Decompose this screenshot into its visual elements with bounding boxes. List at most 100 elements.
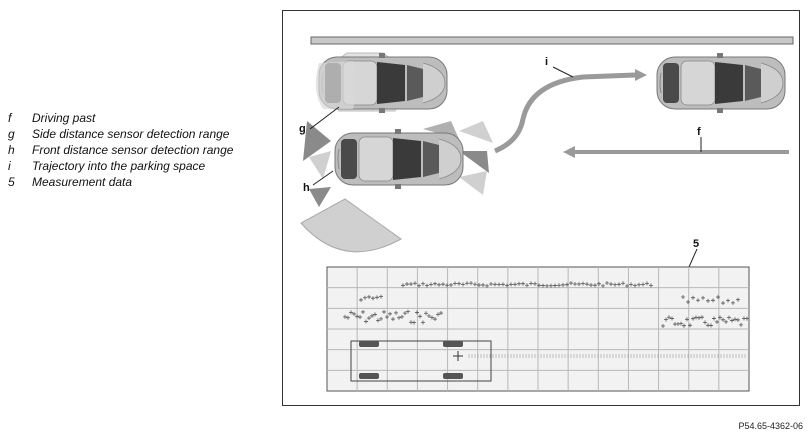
data-point (359, 297, 363, 302)
wheel-marker (359, 373, 379, 379)
data-point (525, 283, 529, 288)
callout-h: h (303, 182, 310, 194)
data-point (397, 315, 401, 320)
data-point (501, 282, 505, 287)
callout-g: g (299, 123, 306, 135)
data-point (670, 316, 674, 321)
data-point (394, 310, 398, 315)
data-point (703, 320, 707, 325)
legend-key: g (8, 127, 15, 141)
data-point (457, 281, 461, 286)
data-point (521, 281, 525, 286)
data-point (577, 282, 581, 287)
legend: f Driving past g Side distance sensor de… (8, 110, 278, 190)
data-point (565, 282, 569, 287)
data-point (364, 319, 368, 324)
data-point (625, 283, 629, 288)
data-point (706, 298, 710, 303)
data-point (346, 315, 350, 320)
data-point (473, 282, 477, 287)
data-point (597, 281, 601, 286)
data-point (430, 315, 434, 320)
data-point (721, 317, 725, 322)
data-point (633, 283, 637, 288)
data-point (349, 310, 353, 315)
reference-code: P54.65-4362-06 (738, 421, 803, 431)
parked-car-left (315, 52, 448, 114)
legend-key: 5 (8, 175, 15, 189)
data-point (388, 311, 392, 316)
data-point (549, 283, 553, 288)
data-point (718, 315, 722, 320)
data-point (701, 295, 705, 300)
data-point (418, 314, 422, 319)
data-point (367, 294, 371, 299)
data-point (485, 283, 489, 288)
data-point (436, 312, 440, 317)
data-point (379, 294, 383, 299)
data-point (361, 309, 365, 314)
data-point (661, 323, 665, 328)
data-point (688, 323, 692, 328)
data-point (605, 281, 609, 286)
data-point (343, 314, 347, 319)
data-point (412, 320, 416, 325)
legend-item-h: h Front distance sensor detection range (8, 142, 278, 158)
data-point (667, 315, 671, 320)
data-point (637, 282, 641, 287)
parking-diagram-frame: i f g h 5 (282, 10, 800, 406)
data-point (715, 319, 719, 324)
legend-item-f: f Driving past (8, 110, 278, 126)
data-point (697, 315, 701, 320)
data-point (513, 282, 517, 287)
data-point (694, 315, 698, 320)
data-point (733, 317, 737, 322)
data-point (593, 283, 597, 288)
callout-i: i (545, 56, 548, 68)
legend-text: Trajectory into the parking space (32, 159, 206, 173)
callout-leaders (309, 66, 702, 268)
data-point (363, 295, 367, 300)
data-point (449, 282, 453, 287)
data-point (439, 311, 443, 316)
data-point (445, 283, 449, 288)
data-point (709, 323, 713, 328)
data-point (613, 282, 617, 287)
data-point (505, 283, 509, 288)
data-point (403, 311, 407, 316)
data-point (379, 316, 383, 321)
data-point (405, 282, 409, 287)
data-point (745, 316, 749, 321)
legend-key: i (8, 159, 11, 173)
data-point (691, 295, 695, 300)
data-point (700, 315, 704, 320)
cross-marker-icon (453, 351, 463, 361)
data-point (461, 282, 465, 287)
legend-text: Front distance sensor detection range (32, 143, 234, 157)
measurement-data-panel (326, 266, 750, 392)
callout-f: f (697, 126, 701, 138)
data-point (601, 283, 605, 288)
data-point (736, 317, 740, 322)
data-point (469, 281, 473, 286)
data-point (373, 312, 377, 317)
data-point (641, 282, 645, 287)
legend-text: Measurement data (32, 175, 133, 189)
callout-5: 5 (693, 238, 699, 250)
data-point (453, 281, 457, 286)
data-point (433, 317, 437, 322)
data-point (481, 282, 485, 287)
data-point (621, 281, 625, 286)
data-point (437, 282, 441, 287)
data-point (727, 315, 731, 320)
data-point (557, 283, 561, 288)
data-point (736, 297, 740, 302)
legend-key: f (8, 111, 12, 125)
data-point (537, 283, 541, 288)
curb-bar (310, 36, 794, 45)
data-point (691, 316, 695, 321)
data-point (425, 283, 429, 288)
data-point (696, 298, 700, 303)
data-point (427, 314, 431, 319)
data-point (370, 313, 374, 318)
